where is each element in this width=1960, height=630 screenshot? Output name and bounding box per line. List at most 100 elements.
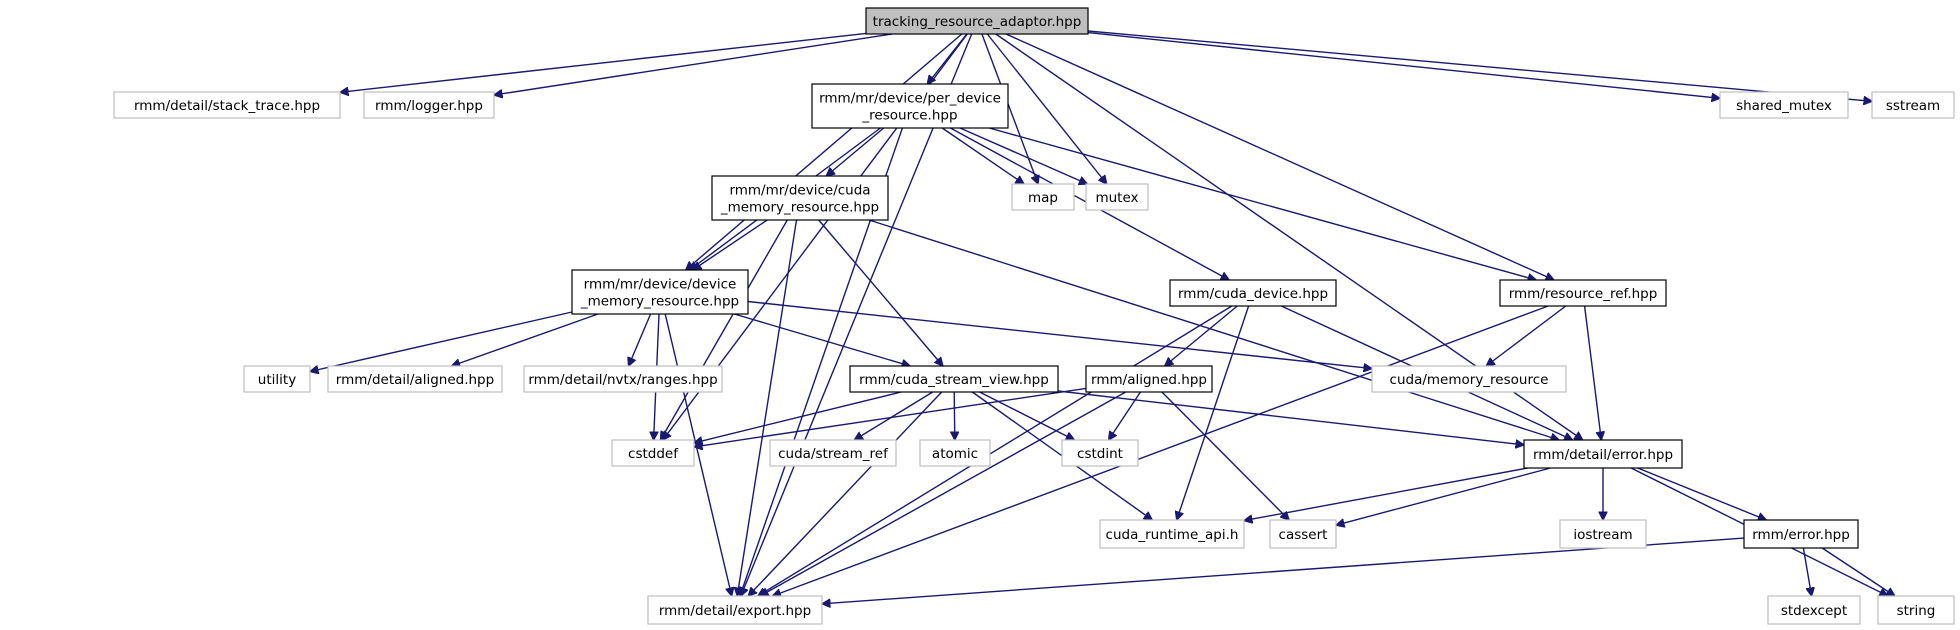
edge-root-to-device_mr [686,33,963,270]
node-mutex: mutex [1085,183,1149,211]
node-label-logger: rmm/logger.hpp [375,98,483,114]
node-detail_aligned: rmm/detail/aligned.hpp [327,365,503,393]
edge-cuda_mr-to-error_detail [868,219,1559,440]
node-stream_view[interactable]: rmm/cuda_stream_view.hpp [849,365,1059,393]
edge-rmm_error-to-string [1821,547,1895,596]
node-stdexcept: stdexcept [1767,595,1861,625]
node-map: map [1011,183,1075,211]
node-box-cassert [1269,519,1337,549]
edge-aligned-to-cstddef [694,387,1087,447]
node-nvtx: rmm/detail/nvtx/ranges.hpp [523,365,723,393]
node-export: rmm/detail/export.hpp [647,595,823,625]
nodes-layer: tracking_resource_adaptor.hpp rmm/detail/… [113,7,1955,625]
node-label-per_device-line-1: rmm/mr/device/per_device [819,91,1001,107]
edge-root-to-mutex [986,33,1106,184]
node-label-mutex: mutex [1095,190,1138,206]
node-box-cuda_device [1169,279,1337,307]
node-error_detail[interactable]: rmm/detail/error.hpp [1523,439,1683,469]
node-label-root: tracking_resource_adaptor.hpp [873,14,1082,30]
edge-error_detail-to-rmm_error [1637,467,1767,520]
node-label-aligned: rmm/aligned.hpp [1091,372,1207,388]
node-box-export [647,595,823,625]
node-label-runtime_api: cuda_runtime_api.h [1106,527,1239,543]
node-cstddef: cstddef [611,439,695,467]
node-per_device[interactable]: rmm/mr/device/per_device_resource.hpp [811,83,1009,129]
node-device_mr[interactable]: rmm/mr/device/device_memory_resource.hpp [571,269,749,315]
edge-device_mr-to-cuda_memres [747,300,1372,369]
node-aligned[interactable]: rmm/aligned.hpp [1085,365,1213,393]
edge-per_device-to-mutex [959,127,1087,184]
node-logger: rmm/logger.hpp [363,91,495,119]
node-label-rmm_error: rmm/error.hpp [1752,527,1850,543]
node-box-cuda_mr [711,175,889,221]
edge-cuda_device-to-runtime_api [1177,305,1250,520]
node-box-stream_ref [769,439,897,467]
node-box-error_detail [1523,439,1683,469]
node-label-device_mr-line-2: _memory_resource.hpp [580,294,739,310]
edge-resource_ref-to-cuda_memres [1486,305,1567,366]
node-box-cuda_memres [1371,365,1567,393]
edge-cuda_device-to-export [758,305,1233,596]
edge-stream_view-to-atomic [954,391,955,440]
node-label-iostream: iostream [1573,527,1632,543]
node-label-error_detail: rmm/detail/error.hpp [1533,447,1673,463]
edge-stream_view-to-export [748,391,943,596]
node-box-atomic [919,439,991,467]
edge-stream_view-to-cstddef [694,391,902,443]
node-box-aligned [1085,365,1213,393]
node-box-utility [243,365,311,393]
node-box-per_device [811,83,1009,129]
node-label-export: rmm/detail/export.hpp [659,603,811,619]
edge-root-to-stack_trace [340,32,867,92]
node-cstdint: cstdint [1061,439,1139,467]
edge-device_mr-to-detail_aligned [452,313,599,366]
node-label-stream_ref: cuda/stream_ref [778,446,889,462]
node-label-cuda_mr-line-1: rmm/mr/device/cuda [729,183,870,199]
node-box-shared_mutex [1719,91,1849,119]
node-box-runtime_api [1099,519,1245,549]
edge-stream_view-to-error_detail [1057,390,1524,445]
node-label-cuda_device: rmm/cuda_device.hpp [1178,286,1328,302]
edge-resource_ref-to-export [773,305,1549,596]
node-atomic: atomic [919,439,991,467]
node-root[interactable]: tracking_resource_adaptor.hpp [865,7,1089,35]
edge-stream_view-to-cstdint [979,391,1075,440]
node-box-map [1011,183,1075,211]
node-cuda_device[interactable]: rmm/cuda_device.hpp [1169,279,1337,307]
node-stream_ref: cuda/stream_ref [769,439,897,467]
node-label-map: map [1028,190,1058,206]
node-label-stack_trace: rmm/detail/stack_trace.hpp [134,98,320,114]
node-label-stdexcept: stdexcept [1781,603,1847,619]
node-box-root [865,7,1089,35]
edge-rmm_error-to-stdexcept [1802,547,1811,596]
edge-device_mr-to-stream_view [734,313,910,366]
node-box-nvtx [523,365,723,393]
node-rmm_error[interactable]: rmm/error.hpp [1743,519,1859,549]
edge-per_device-to-resource_ref [989,127,1536,280]
edge-aligned-to-export [760,391,1127,596]
node-label-string: string [1897,603,1936,619]
node-box-stack_trace [113,91,341,119]
edge-cuda_mr-to-cstddef [661,219,788,440]
node-box-stream_view [849,365,1059,393]
edges-layer [310,30,1895,604]
edge-rmm_error-to-export [822,537,1745,604]
node-label-stream_view: rmm/cuda_stream_view.hpp [859,372,1049,388]
edge-device_mr-to-nvtx [629,313,652,366]
node-label-shared_mutex: shared_mutex [1736,98,1832,114]
node-label-detail_aligned: rmm/detail/aligned.hpp [336,372,494,388]
edge-error_detail-to-cassert [1336,467,1551,525]
node-box-logger [363,91,495,119]
edge-aligned-to-cassert [1161,391,1289,520]
node-label-cuda_memres: cuda/memory_resource [1390,372,1549,388]
node-runtime_api: cuda_runtime_api.h [1099,519,1245,549]
edge-error_detail-to-runtime_api [1244,467,1528,521]
node-label-cassert: cassert [1279,527,1328,543]
node-resource_ref[interactable]: rmm/resource_ref.hpp [1499,279,1667,307]
node-label-nvtx: rmm/detail/nvtx/ranges.hpp [528,372,717,388]
node-cuda_mr[interactable]: rmm/mr/device/cuda_memory_resource.hpp [711,175,889,221]
node-box-string [1877,595,1955,625]
edge-device_mr-to-export [664,313,732,596]
edge-per_device-to-cuda_mr [826,127,885,176]
